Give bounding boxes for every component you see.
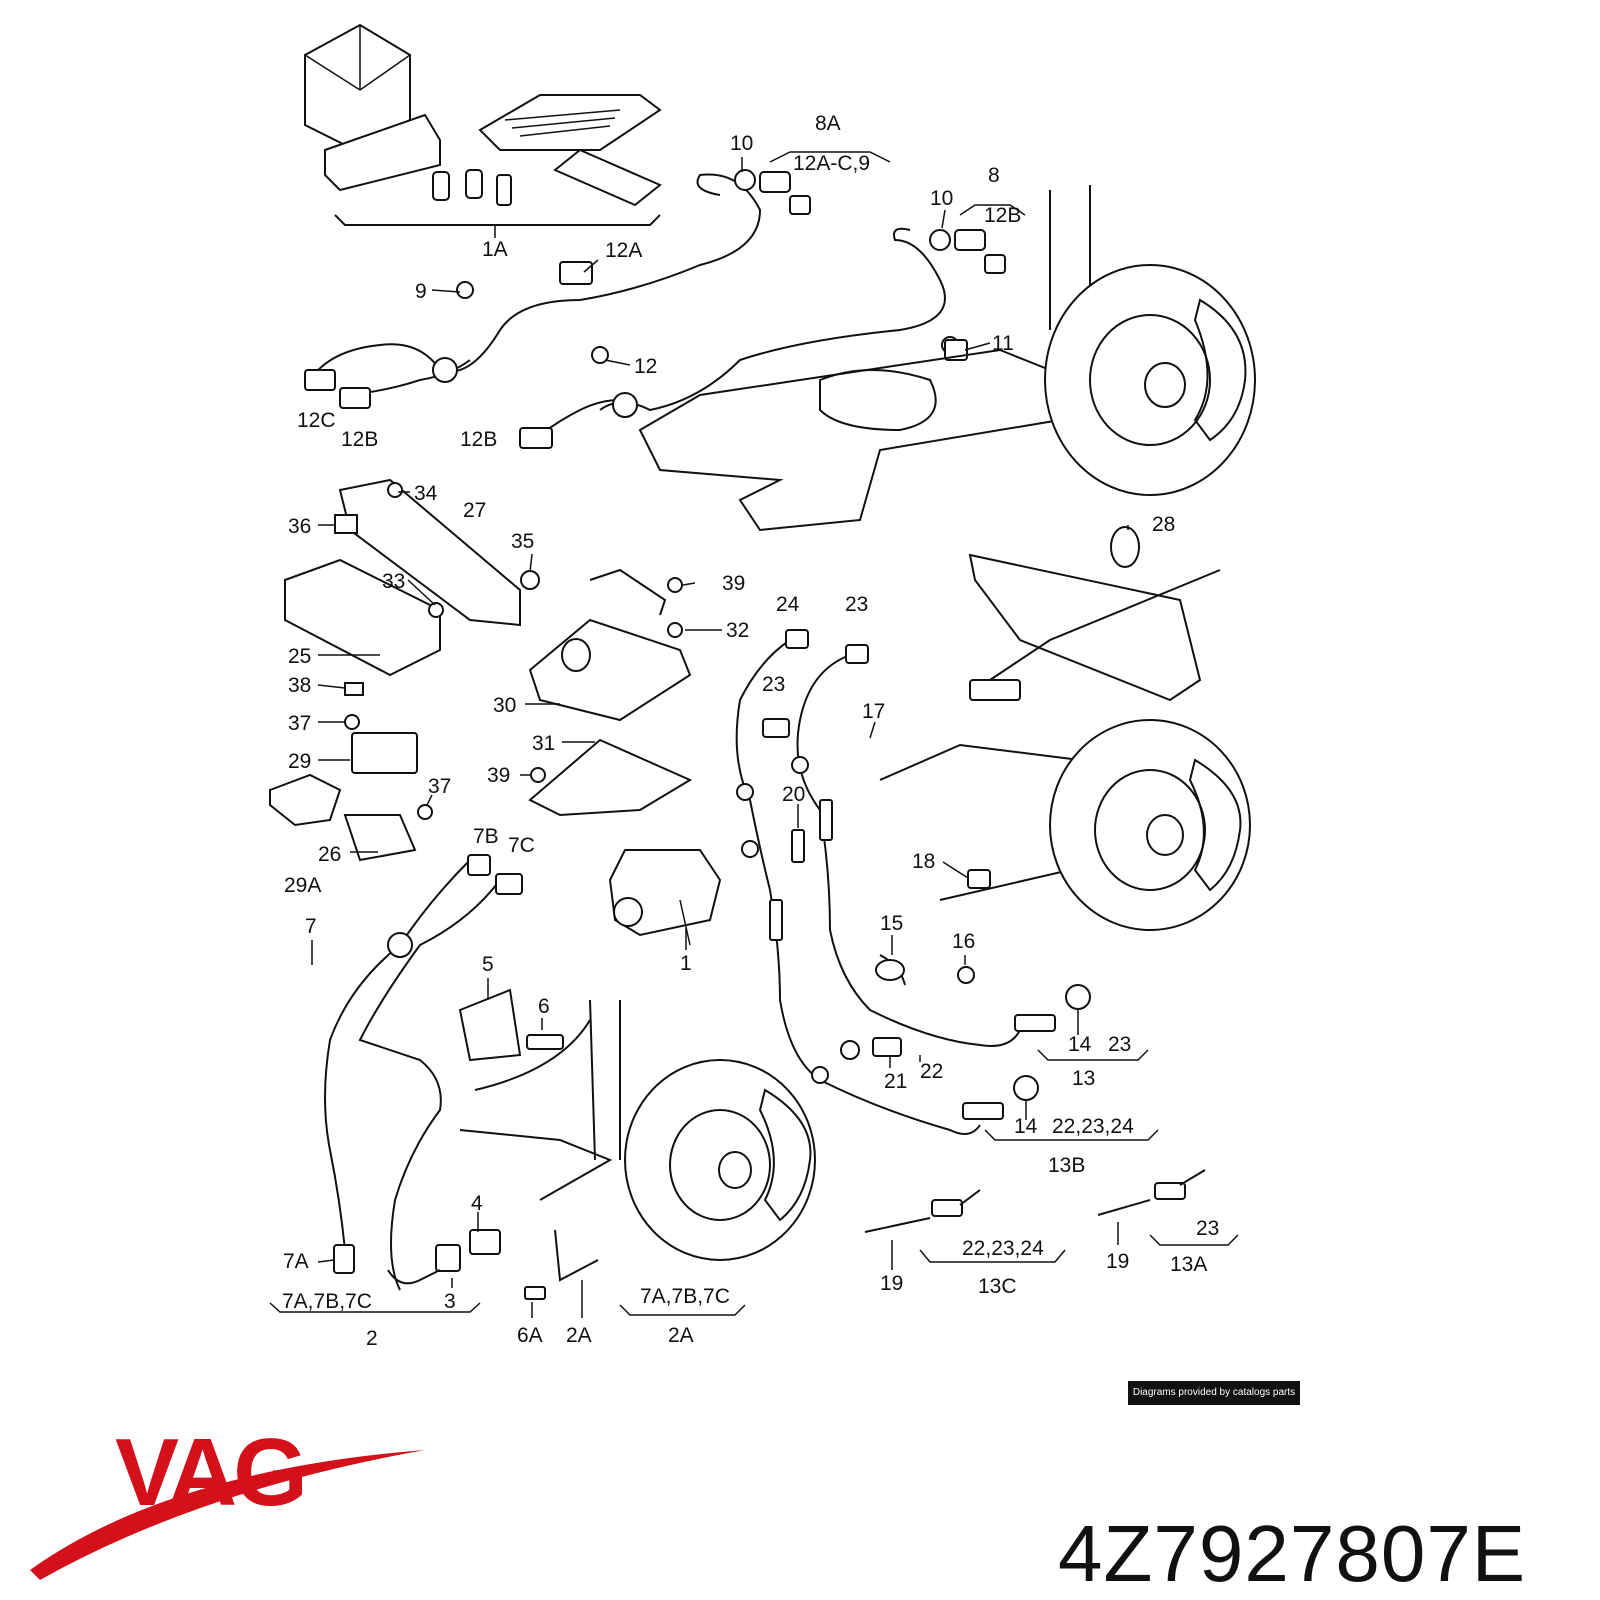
speed-sensor-group: [864, 984, 1206, 1233]
label-23-a: 23: [845, 593, 868, 616]
label-37-b: 37: [428, 775, 451, 798]
label-1A: 1A: [482, 238, 508, 261]
label-2: 2: [366, 1327, 378, 1350]
label-2A: 2A: [566, 1324, 592, 1347]
control-unit-bracket-group: [269, 478, 540, 862]
hydraulic-unit: [608, 849, 722, 946]
label-13: 13: [1072, 1067, 1095, 1090]
label-23-b: 23: [762, 673, 785, 696]
label-34: 34: [414, 482, 438, 505]
label-18: 18: [912, 850, 935, 873]
label-12B-b: 12B: [460, 428, 497, 451]
front-left-harness: [324, 854, 816, 1300]
label-17: 17: [862, 700, 885, 723]
part-labels: 1A 12A 9 10 8A 12A-C,9 10 8 12B 11 12 12…: [282, 112, 1219, 1350]
vag-logo: VAG: [30, 1419, 425, 1580]
label-11: 11: [992, 332, 1014, 355]
label-26: 26: [318, 843, 341, 866]
label-20: 20: [782, 783, 805, 806]
label-14-a: 14: [1068, 1033, 1092, 1056]
label-8: 8: [988, 164, 1000, 187]
label-12B-top: 12B: [984, 204, 1021, 227]
label-21: 21: [884, 1070, 907, 1093]
label-7A-7B-7C-b: 7A,7B,7C: [640, 1285, 730, 1308]
label-39-a: 39: [722, 572, 745, 595]
label-15: 15: [880, 912, 903, 935]
label-7A: 7A: [283, 1250, 309, 1273]
label-38: 38: [288, 674, 311, 697]
label-5: 5: [482, 953, 494, 976]
label-1: 1: [680, 952, 692, 975]
label-36: 36: [288, 515, 311, 538]
label-8A: 8A: [815, 112, 841, 135]
label-12A: 12A: [605, 239, 642, 262]
label-37-a: 37: [288, 712, 311, 735]
label-12C: 12C: [297, 409, 336, 432]
label-19-b: 19: [1106, 1250, 1129, 1273]
label-33: 33: [382, 570, 405, 593]
label-23-d: 23: [1196, 1217, 1219, 1240]
label-31: 31: [532, 732, 555, 755]
label-39-b: 39: [487, 764, 510, 787]
label-7C: 7C: [508, 834, 535, 857]
label-24: 24: [776, 593, 800, 616]
front-wiring-harness: [735, 629, 1021, 1135]
label-13B: 13B: [1048, 1154, 1085, 1177]
label-4: 4: [471, 1192, 483, 1215]
label-7A-7B-7C-a: 7A,7B,7C: [282, 1290, 372, 1313]
label-22-23-24-b: 22,23,24: [962, 1237, 1044, 1260]
abs-control-unit: [304, 23, 662, 238]
label-2A-b: 2A: [668, 1324, 694, 1347]
label-14-b: 14: [1014, 1115, 1038, 1138]
label-35: 35: [511, 530, 534, 553]
diagram-credit: Diagrams provided by catalogs parts: [1128, 1381, 1300, 1405]
label-7: 7: [305, 915, 317, 938]
label-22: 22: [920, 1060, 943, 1083]
label-10-b: 10: [930, 187, 953, 210]
label-13C: 13C: [978, 1275, 1017, 1298]
label-6A: 6A: [517, 1324, 543, 1347]
label-22-23-24-a: 22,23,24: [1052, 1115, 1134, 1138]
label-7B: 7B: [473, 825, 499, 848]
label-28: 28: [1152, 513, 1175, 536]
part-number: 4Z7927807E: [1058, 1509, 1527, 1598]
label-12B-a: 12B: [341, 428, 378, 451]
label-27: 27: [463, 499, 486, 522]
label-29: 29: [288, 750, 311, 773]
label-12A-C-9: 12A-C,9: [793, 152, 870, 175]
label-3: 3: [444, 1290, 456, 1313]
label-23-c: 23: [1108, 1033, 1131, 1056]
rear-axle-assembly: [638, 185, 1256, 532]
rear-wiring-harness: [304, 169, 1006, 449]
label-12: 12: [634, 355, 657, 378]
sensor-module-30: [528, 568, 693, 817]
label-13A: 13A: [1170, 1253, 1207, 1276]
label-9: 9: [415, 280, 427, 303]
label-30: 30: [493, 694, 516, 717]
brand-name: VAG: [115, 1419, 304, 1526]
label-32: 32: [726, 619, 749, 642]
label-25: 25: [288, 645, 311, 668]
leader-lines: [269, 151, 1239, 1318]
label-19-a: 19: [880, 1272, 903, 1295]
label-16: 16: [952, 930, 975, 953]
label-10-a: 10: [730, 132, 753, 155]
label-29A: 29A: [284, 874, 321, 897]
front-axle-assembly: [879, 526, 1251, 931]
label-6: 6: [538, 995, 550, 1018]
